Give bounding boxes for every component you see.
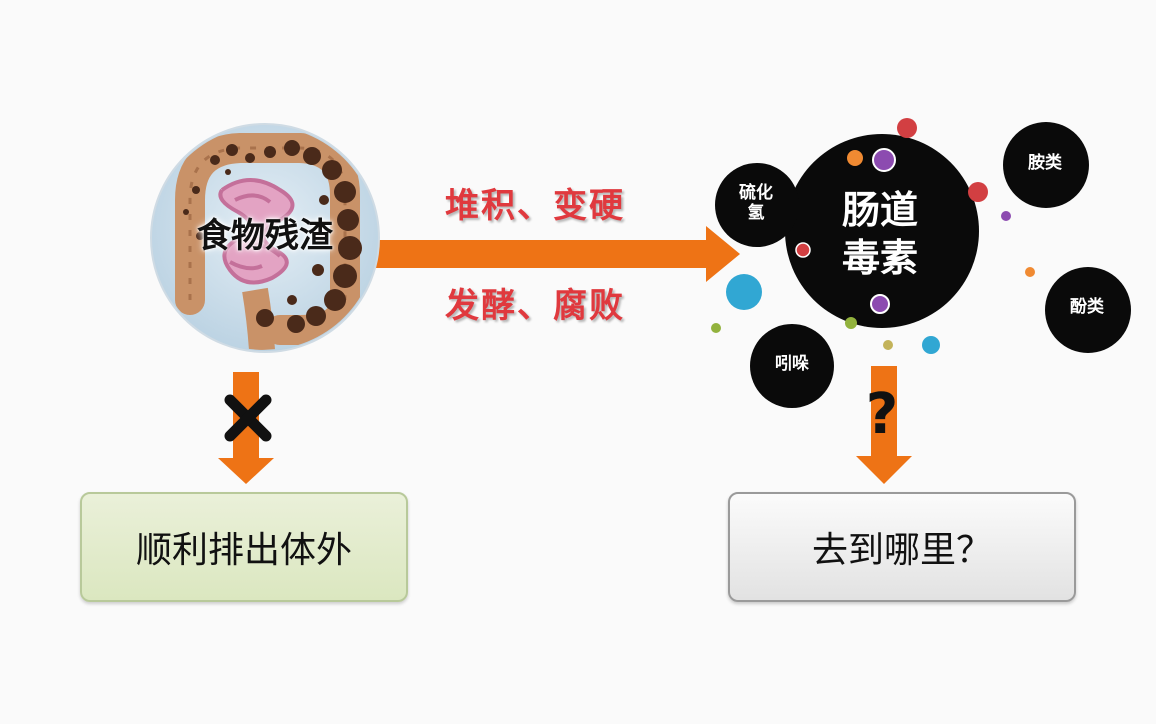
process-label-accumulate: 堆积、变硬 — [445, 186, 625, 226]
main-arrow — [376, 226, 740, 282]
unknown-destination-label: 去到哪里？ — [811, 530, 992, 571]
phenol-label: 酚类 — [1070, 297, 1104, 317]
amine-label: 胺类 — [1028, 153, 1062, 173]
excreted-result-box: 顺利排出体外 — [80, 492, 408, 602]
amine-bubble — [1003, 122, 1089, 208]
toxin-main-line1: 肠道 — [841, 188, 918, 232]
h2s-label-line2: 氢 — [747, 203, 765, 223]
right-down-arrow — [856, 366, 912, 484]
process-label-ferment: 发酵、腐败 — [445, 286, 625, 326]
h2s-label: 硫化 氢 — [718, 183, 794, 223]
toxin-main-bubble — [785, 134, 979, 328]
phenol-bubble — [1045, 267, 1131, 353]
h2s-bubble — [715, 163, 799, 247]
indole-label: 吲哚 — [775, 354, 809, 374]
food-residue-label: 食物残渣 — [197, 216, 333, 256]
blocked-x-icon — [224, 394, 272, 442]
unknown-destination-box: 去到哪里？ — [728, 492, 1076, 602]
intestine-illustration — [150, 123, 380, 353]
h2s-label-line1: 硫化 — [739, 183, 773, 203]
decorative-dots — [711, 118, 1035, 354]
intestinal-toxins-label: 肠道 毒素 — [795, 186, 965, 282]
indole-bubble — [750, 324, 834, 408]
toxin-main-line2: 毒素 — [841, 236, 918, 280]
question-mark-icon: ? — [865, 382, 899, 447]
excreted-result-label: 顺利排出体外 — [135, 530, 352, 571]
